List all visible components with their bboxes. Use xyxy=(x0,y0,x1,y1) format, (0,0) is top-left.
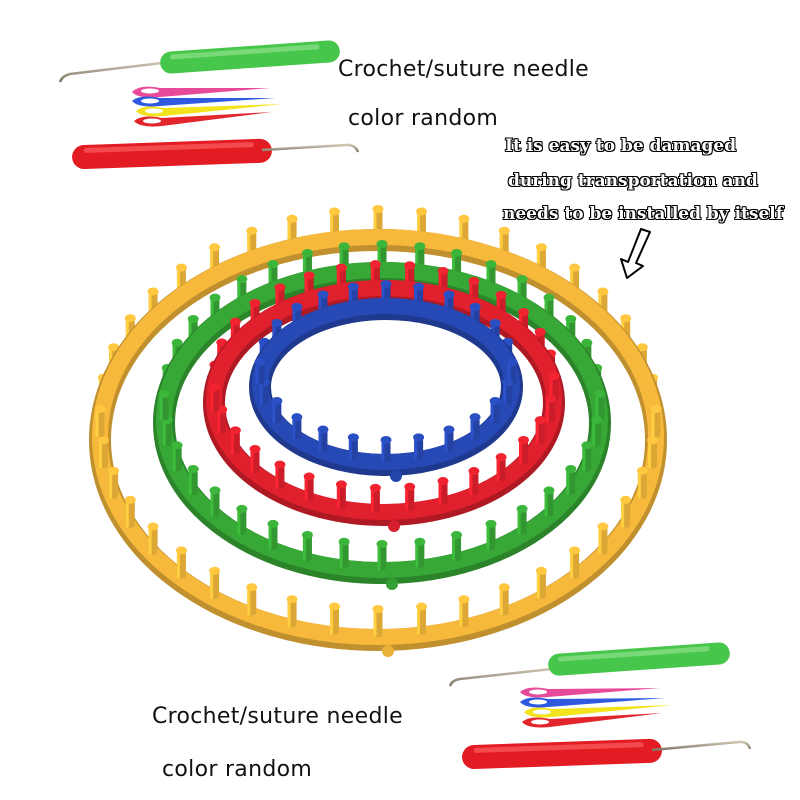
loom-peg xyxy=(594,390,606,420)
loom-peg xyxy=(565,465,577,495)
loom-peg xyxy=(437,477,449,506)
knitting-loom-set xyxy=(89,205,667,657)
loom-peg xyxy=(534,416,546,445)
loom-peg xyxy=(291,413,303,440)
green-crochet-hook xyxy=(448,642,730,687)
loom-peg xyxy=(458,595,470,628)
loom-peg xyxy=(485,519,497,550)
loom-peg xyxy=(246,583,258,616)
loom-peg xyxy=(249,444,261,473)
loom-peg xyxy=(236,504,248,535)
loom-peg xyxy=(543,486,555,517)
top-tool-set xyxy=(58,40,360,170)
loom-peg xyxy=(258,378,270,405)
loom-peg xyxy=(535,566,547,599)
loom-peg xyxy=(413,433,425,460)
loom-peg xyxy=(495,453,507,482)
loom-peg xyxy=(329,602,341,635)
loom-peg xyxy=(158,390,170,420)
red-crochet-hook xyxy=(72,138,360,170)
loom-peg xyxy=(303,472,315,501)
loom-peg xyxy=(108,466,120,499)
plastic-needles xyxy=(520,687,672,728)
loom-peg xyxy=(443,425,455,452)
loom-peg xyxy=(591,416,603,447)
loom-peg xyxy=(468,467,480,496)
loom-peg xyxy=(209,383,221,412)
loom-peg xyxy=(569,546,581,579)
loom-peg xyxy=(175,546,187,579)
loom-peg xyxy=(147,522,159,555)
loom-peg xyxy=(267,519,279,550)
loom-peg xyxy=(271,397,283,423)
loom-peg xyxy=(545,394,557,423)
loom-peg xyxy=(347,433,359,460)
loom-peg xyxy=(301,530,313,561)
loom-peg xyxy=(414,537,426,568)
notice-line-1: It is easy to be damaged xyxy=(505,136,737,156)
loom-peg xyxy=(650,405,662,437)
loom-peg xyxy=(620,495,632,528)
loom-peg xyxy=(209,486,221,517)
hollow-arrow-icon xyxy=(620,228,651,279)
loom-peg xyxy=(502,378,514,405)
loom-peg xyxy=(338,537,350,568)
yellow-loom xyxy=(89,205,667,657)
loom-peg xyxy=(335,480,347,509)
loom-peg xyxy=(161,416,173,447)
loom-peg xyxy=(372,605,384,637)
loom-peg xyxy=(254,358,266,384)
bottom-caption-subtitle: color random xyxy=(162,757,313,782)
loom-peg xyxy=(317,425,329,452)
red-crochet-hook xyxy=(462,738,752,770)
loom-peg xyxy=(369,483,381,512)
loom-peg xyxy=(376,540,388,570)
loom-peg xyxy=(636,466,648,499)
loom-peg xyxy=(415,602,427,635)
bottom-tool-set xyxy=(448,642,752,770)
loom-peg xyxy=(94,405,106,437)
green-crochet-hook xyxy=(58,40,340,83)
loom-peg xyxy=(380,436,392,462)
loom-peg xyxy=(274,460,286,489)
loom-peg xyxy=(171,441,183,472)
loom-peg xyxy=(518,435,530,464)
loom-peg xyxy=(124,495,136,528)
top-caption-subtitle: color random xyxy=(348,106,499,131)
loom-peg xyxy=(489,397,501,423)
notice-line-2: during transportation and xyxy=(508,171,758,191)
loom-peg xyxy=(581,441,593,472)
loom-peg xyxy=(97,436,109,469)
loom-peg xyxy=(548,372,560,400)
notice-line-3: needs to be installed by itself xyxy=(503,204,784,224)
loom-peg xyxy=(469,413,481,440)
loom-peg xyxy=(597,522,609,555)
plastic-needles xyxy=(132,86,283,127)
top-caption-title: Crochet/suture needle xyxy=(338,57,589,82)
loom-peg xyxy=(404,482,416,511)
loom-peg xyxy=(209,566,221,599)
loom-peg xyxy=(286,595,298,628)
loom-peg xyxy=(451,530,463,561)
blue-loom xyxy=(249,280,523,482)
loom-peg xyxy=(516,504,528,535)
green-loom xyxy=(153,240,611,590)
loom-peg xyxy=(187,465,199,495)
loom-peg xyxy=(647,436,659,469)
loom-peg xyxy=(498,583,510,616)
loom-peg xyxy=(229,426,241,455)
bottom-caption-title: Crochet/suture needle xyxy=(152,704,403,729)
